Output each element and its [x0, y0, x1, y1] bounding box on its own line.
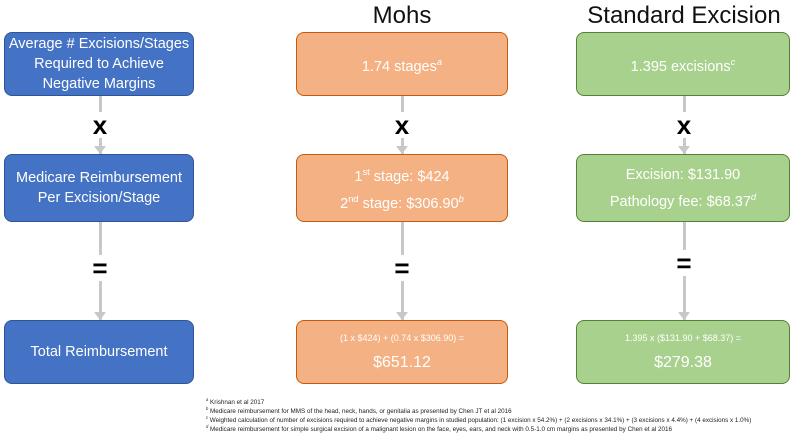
mohs-stage2-line: 2nd stage: $306.90b [340, 193, 464, 212]
equals-operator-mohs: = [382, 255, 422, 281]
avg-label-line2: Required to Achieve [34, 56, 164, 72]
std-total-box: 1.395 x ($131.90 + $68.37) = $279.38 [576, 320, 790, 384]
mohs-stage1-line: 1st stage: $424 [354, 166, 450, 185]
std-total-value: $279.38 [654, 354, 712, 371]
mohs-formula: (1 x $424) + (0.74 x $306.90) = [339, 333, 465, 343]
multiply-operator-std: x [664, 112, 704, 138]
multiply-operator-mohs: x [382, 112, 422, 138]
arrow-std-2 [678, 312, 690, 320]
mohs-stages-footnote-mark: a [436, 55, 443, 67]
total-label: Total Reimbursement [30, 344, 168, 360]
std-pathology-line: Pathology fee: $68.37d [609, 190, 757, 210]
footnote-c: c Weighted calculation of number of exci… [206, 415, 752, 425]
equals-operator-left: = [80, 255, 120, 281]
mohs-reimbursement-box: 1st stage: $424 2nd stage: $306.90b [296, 154, 508, 222]
total-reimbursement-label-box: Total Reimbursement [4, 320, 194, 384]
std-formula: 1.395 x ($131.90 + $68.37) = [624, 333, 742, 343]
std-reimbursement-box: Excision: $131.90 Pathology fee: $68.37d [576, 154, 790, 222]
mohs-total-box: (1 x $424) + (0.74 x $306.90) = $651.12 [296, 320, 508, 384]
mohs-stages-box: 1.74 stagesa [296, 32, 508, 96]
multiply-operator-left: x [80, 112, 120, 138]
arrow-mohs-2 [396, 312, 408, 320]
reimb-label-line1: Medicare Reimbursement [15, 170, 182, 186]
equals-operator-std: = [664, 250, 704, 276]
mohs-stages-value: 1.74 stages [361, 58, 437, 75]
footnote-d: d Medicare reimbursement for simple surg… [206, 424, 673, 434]
avg-label-line1: Average # Excisions/Stages [8, 36, 190, 52]
medicare-reimbursement-label-box: Medicare Reimbursement Per Excision/Stag… [4, 154, 194, 222]
arrow-left-2 [94, 312, 106, 320]
arrow-left-1 [94, 146, 106, 154]
std-excisions-value: 1.395 excisions [630, 58, 731, 75]
arrow-mohs-1 [396, 146, 408, 154]
mohs-header: Mohs [372, 2, 432, 29]
std-excisions-box: 1.395 excisionsc [576, 32, 790, 96]
footnote-a: a Krishnan et al 2017 [206, 397, 265, 407]
avg-excisions-label-box: Average # Excisions/Stages Required to A… [4, 32, 194, 96]
mohs-total-value: $651.12 [373, 354, 431, 371]
arrow-std-1 [678, 146, 690, 154]
reimb-label-line2: Per Excision/Stage [37, 190, 161, 206]
footnote-b: b Medicare reimbursement for MMS of the … [206, 406, 512, 416]
standard-excision-header: Standard Excision [587, 2, 781, 29]
std-excision-fee: Excision: $131.90 [625, 166, 741, 183]
avg-label-line3: Negative Margins [42, 76, 156, 92]
std-excisions-footnote-mark: c [730, 55, 736, 67]
